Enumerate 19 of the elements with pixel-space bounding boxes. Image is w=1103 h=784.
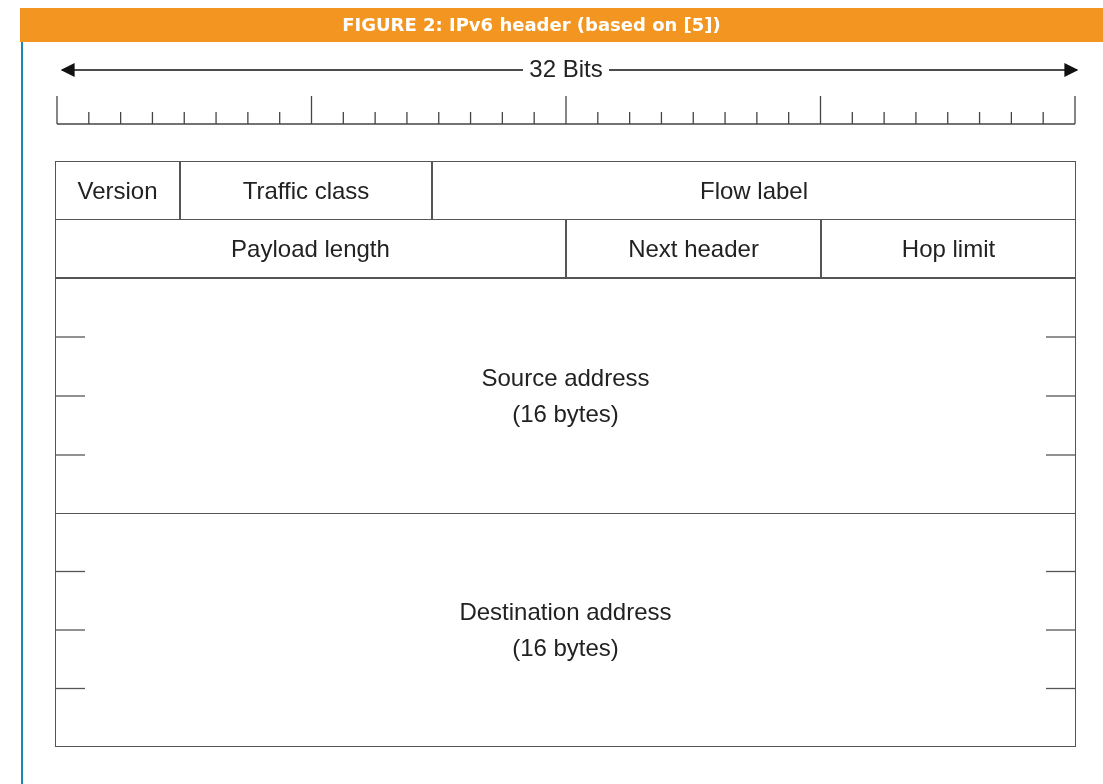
field-name: Payload length <box>231 233 390 264</box>
header-field <box>432 161 1076 220</box>
field-size: (16 bytes) <box>512 633 619 663</box>
header-field <box>55 219 566 278</box>
field-name: Source address <box>481 363 650 393</box>
field-size: (16 bytes) <box>512 399 619 429</box>
figure-title: FIGURE 2: IPv6 header (based on [5]) <box>20 8 1103 42</box>
header-field <box>821 219 1076 278</box>
field-name: Hop limit <box>901 233 996 264</box>
field-name: Version <box>77 175 158 206</box>
header-field <box>180 161 432 220</box>
field-name: Next header <box>628 233 759 264</box>
address-field <box>55 513 1076 747</box>
header-field <box>55 161 180 220</box>
address-field <box>55 278 1076 514</box>
field-name: Destination address <box>459 597 672 627</box>
header-field <box>566 219 821 278</box>
field-name: Traffic class <box>242 175 370 206</box>
field-name: Flow label <box>699 175 808 206</box>
